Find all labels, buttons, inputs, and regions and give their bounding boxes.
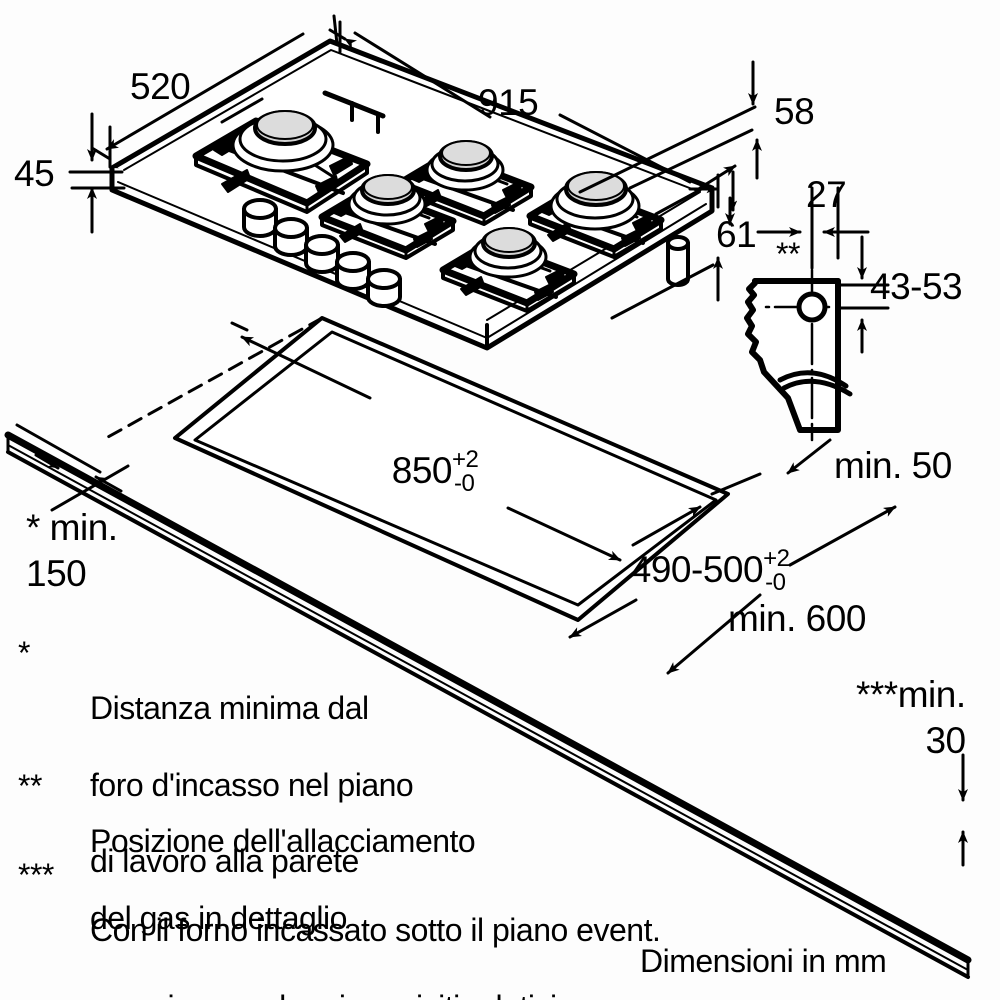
dimension-min-50 [786,438,832,475]
burner-front-middle [347,174,427,226]
dimension-label-58: 58 [774,91,815,132]
tolerance-plus: +2 [763,544,790,572]
dimension-45 [68,112,126,234]
gas-detail-marker: ** [776,236,800,272]
dimension-label-915: 915 [478,82,539,123]
footnote-2-line-1: Posizione dell'allacciamento [90,823,476,860]
control-knob-3 [304,234,340,274]
footnote-1-marker: * [18,635,30,671]
dimension-min-150 [15,423,130,512]
dimension-label-27: 27 [806,174,847,215]
worktop-slab [4,431,972,979]
dimension-label-min-600: min. 600 [728,598,866,639]
footnote-2-marker: ** [18,768,42,804]
footnote-2: ** Posizione dell'allacciamento del gas … [18,768,476,973]
footnote-3-line-2: superiore; vedere i requisiti relativi [90,986,660,1000]
dimension-min-600 [666,505,897,675]
dimension-850 [230,321,622,562]
tolerance-minus: -0 [454,469,475,497]
dimension-850-tolerance: +2-0 [452,447,482,495]
dimension-490-500 [568,472,762,639]
dimension-850-value: 850 [391,449,453,491]
dimension-58 [578,60,762,194]
dimension-490-500-value: 490-500 [630,548,764,590]
footnote-1-line-2: foro d'incasso nel piano [90,766,414,803]
tolerance-minus: -0 [765,568,786,596]
dimension-61 [610,188,735,320]
footnote-3: *** Con il forno incassato sotto il pian… [18,857,661,1000]
dimension-label-490-500: 490-500+2-0 [615,534,793,606]
burner-front-right [468,227,548,279]
dimension-label-min-150: * min. 150 [26,507,118,595]
dimension-label-850: 850+2-0 [376,435,482,507]
dimension-label-min-30: ***min. 30 [856,674,966,762]
units-note: Dimensioni in mm [640,943,887,979]
control-knob-4 [335,251,371,291]
dimension-520 [90,14,358,161]
footnote-1: * Distanza minima dal foro d'incasso nel… [18,635,414,916]
footnote-2-line-2: del gas in dettaglio [90,899,347,936]
dimension-label-min-50: min. 50 [834,445,952,486]
dimension-43-53 [838,235,890,354]
dimension-label-45: 45 [14,153,55,194]
tolerance-plus: +2 [452,445,479,473]
control-knobs[interactable] [242,198,402,308]
gas-connection-detail [744,268,853,442]
footnote-1-line-3: di lavoro alla parete [90,842,359,879]
burner-rear-middle [425,140,505,192]
hob-isometric-drawing [4,14,972,979]
dimension-490-500-tolerance: +2-0 [763,546,793,594]
footnote-3-line-1: Con il forno incassato sotto il piano ev… [90,912,661,949]
footnote-1-line-1: Distanza minima dal [90,690,369,727]
control-knob-5 [366,268,402,308]
control-knob-2 [273,217,309,257]
burner-rear-left [231,110,335,173]
dimension-label-61: 61 [716,214,757,255]
gas-pipe-stub [666,235,690,287]
dimension-gap-markers [688,170,738,212]
dimension-label-520: 520 [130,66,191,107]
dimension-27 [756,186,870,270]
dimension-label-43-53: 43-53 [870,266,963,307]
control-knob-1 [242,198,278,238]
footnote-3-marker: *** [18,857,54,893]
